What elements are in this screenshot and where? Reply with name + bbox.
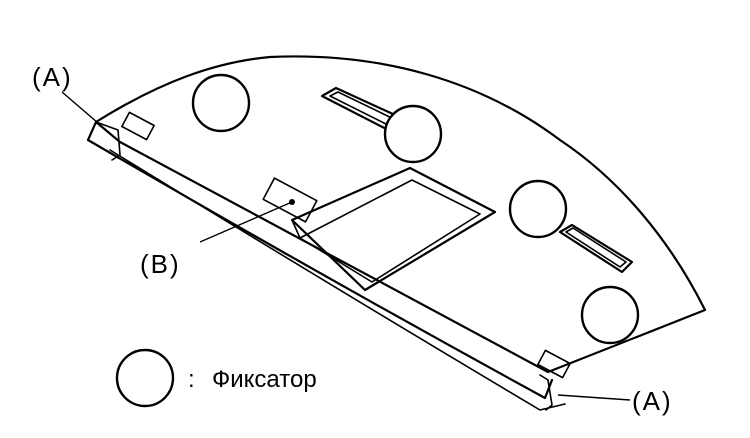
shelf-top-surface [94, 55, 707, 374]
recess-flap [291, 219, 301, 239]
leader-b-center [199, 201, 293, 243]
legend-separator: : [188, 366, 195, 393]
label-b-center: (B) [140, 249, 181, 279]
legend: : Фиксатор [115, 348, 317, 408]
left-end-tab [95, 121, 121, 161]
shelf-front-edge-lower [109, 149, 566, 411]
recess-outer [290, 166, 497, 292]
label-a-bottom-right: (A) [632, 386, 673, 416]
right-end-tab [539, 374, 553, 411]
label-a-top-left: (A) [32, 62, 73, 92]
center-recess [290, 166, 497, 292]
pad-a-bottom-right [537, 349, 571, 379]
legend-text: Фиксатор [212, 366, 317, 393]
clip-circle-1 [191, 73, 251, 133]
leader-a-bottom-right [557, 394, 631, 401]
clip-circle-4 [580, 285, 640, 345]
shelf-front-edge [86, 120, 554, 400]
clip-circle-2 [383, 104, 443, 164]
circle-symbol-icon [115, 348, 175, 408]
recess-inner [299, 179, 481, 283]
shelf-panel [86, 55, 707, 411]
pad-a-top-left [121, 111, 155, 141]
pad-b-center [262, 177, 318, 223]
slot-lower [558, 223, 634, 274]
clip-circle-3 [508, 179, 568, 239]
leader-a-top-left [61, 91, 113, 136]
